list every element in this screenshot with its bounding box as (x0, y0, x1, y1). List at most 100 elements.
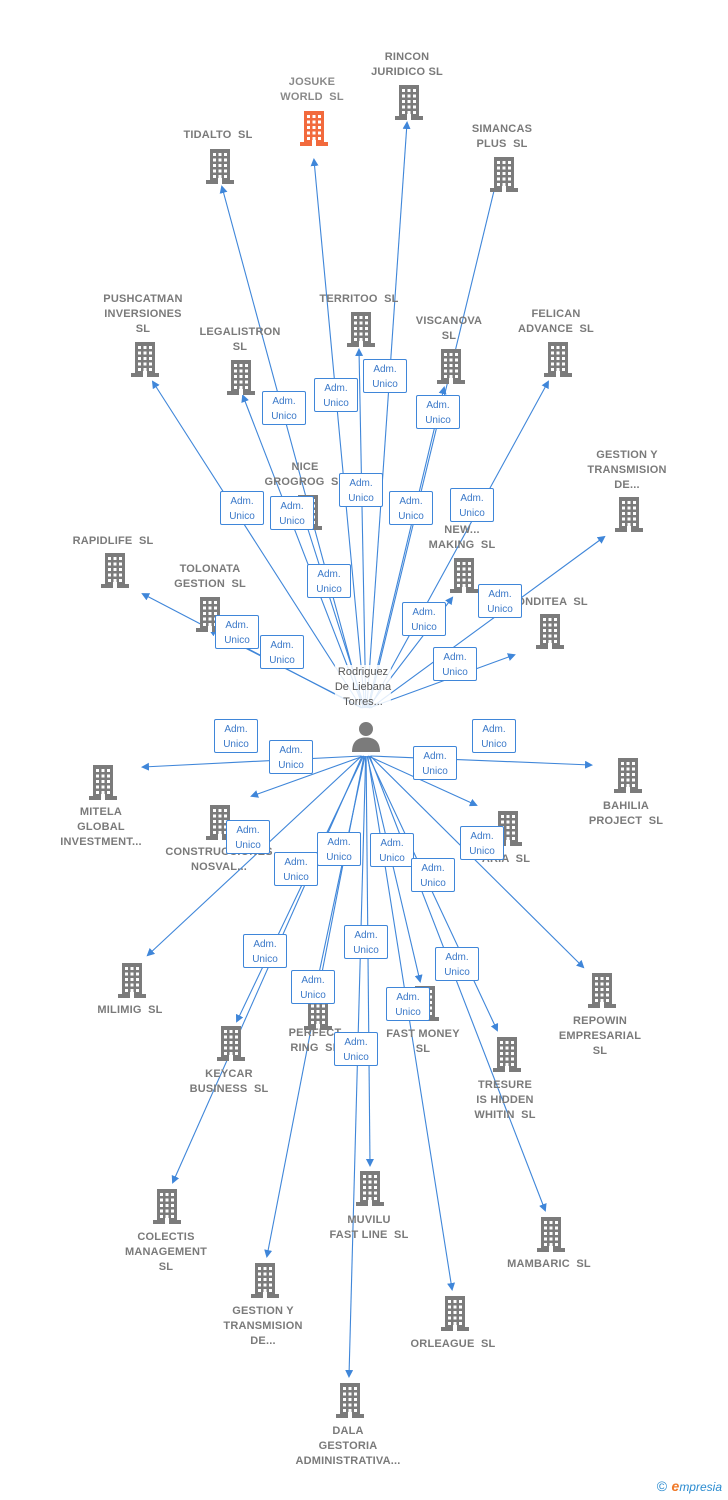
building-icon[interactable] (150, 1188, 184, 1224)
building-icon[interactable] (115, 962, 149, 998)
company-label[interactable]: PUSHCATMAN INVERSIONES SL (103, 293, 183, 335)
company-label[interactable]: FELICAN ADVANCE SL (518, 308, 594, 335)
role-badge-muvilu-fast-line-sl: Adm.Unico (344, 925, 388, 959)
role-badge-line1: Adm. (225, 620, 249, 631)
building-icon[interactable] (392, 84, 426, 120)
company-label[interactable]: COLECTIS MANAGEMENT SL (124, 1231, 208, 1273)
role-badge-line1: Adm. (426, 400, 450, 411)
edge-dala-gestoria (345, 755, 367, 1378)
role-badge-line1: Adm. (284, 857, 308, 868)
building-icon[interactable] (128, 341, 162, 377)
company-label[interactable]: ORLEAGUE SL (410, 1338, 496, 1350)
person-icon[interactable] (348, 718, 384, 754)
role-badge-line1: Adm. (327, 837, 351, 848)
center-person-label[interactable]: Rodriguez De Liebana Torres... (334, 665, 392, 710)
role-badge-line1: Adm. (270, 640, 294, 651)
company-label[interactable]: TOLONATA GESTION SL (174, 563, 246, 590)
company-label[interactable]: RAPIDLIFE SL (72, 535, 154, 547)
company-label[interactable]: MAMBARIC SL (507, 1258, 591, 1270)
building-icon[interactable] (585, 972, 619, 1008)
role-badge-line1: Adm. (349, 478, 373, 489)
role-badge-perfect-ring-sl: Adm. Unico (317, 832, 361, 866)
building-icon[interactable] (434, 348, 468, 384)
role-badge-line2: Unico (425, 415, 451, 426)
building-icon[interactable] (224, 359, 258, 395)
company-label[interactable]: LEGALISTRON SL (199, 326, 281, 353)
company-label[interactable]: TIDALTO SL (183, 129, 253, 141)
building-icon[interactable] (487, 156, 521, 192)
role-badge-colectis-management-sl: Adm.Unico (243, 934, 287, 968)
role-badge-gestion-transmision-1: Adm.Unico (478, 584, 522, 618)
building-icon[interactable] (447, 557, 481, 593)
role-badge-line1: Adm. (373, 364, 397, 375)
building-icon[interactable] (612, 496, 646, 532)
building-icon[interactable] (533, 613, 567, 649)
role-badge-line2: Unico (271, 411, 297, 422)
role-badge-mambaric-sl: Adm.Unico (435, 947, 479, 981)
building-icon[interactable] (203, 804, 237, 840)
company-label[interactable]: KEYCAR BUSINESS SL (189, 1068, 269, 1095)
building-icon[interactable] (353, 1170, 387, 1206)
company-label[interactable]: GESTION Y TRANSMISION DE... (587, 449, 667, 491)
role-badge-line1: Adm. (445, 952, 469, 963)
edge-tidalto-sl (219, 185, 364, 709)
role-badge-line2: Unico (481, 739, 507, 750)
company-label[interactable]: DALA GESTORIA ADMINISTRATIVA... (295, 1425, 401, 1467)
role-badge-simancas-plus-sl: Adm.Unico (389, 491, 433, 525)
role-badge-fast-money-sl: Adm.Unico (370, 833, 414, 867)
role-badge-rapidlife-sl: Adm.Unico (260, 635, 304, 669)
role-badge-line1: Adm. (344, 1037, 368, 1048)
role-badge-line1: Adm. (272, 396, 296, 407)
company-label[interactable]: FAST MONEY SL (386, 1028, 460, 1055)
role-badge-line1: Adm. (412, 607, 436, 618)
company-label[interactable]: GESTION Y TRANSMISION DE... (223, 1305, 303, 1347)
building-icon[interactable] (248, 1262, 282, 1298)
company-label[interactable]: MILIMIG SL (97, 1004, 163, 1016)
company-label[interactable]: RINCON JURIDICO SL (371, 51, 443, 78)
role-badge-repowin-empresarial-sl: Adm.Unico (460, 826, 504, 860)
company-label[interactable]: MUVILU FAST LINE SL (329, 1214, 409, 1241)
building-icon[interactable] (534, 1216, 568, 1252)
building-icon[interactable] (203, 148, 237, 184)
edge-bahilia-project-sl (370, 755, 593, 769)
role-badge-line2: Unico (442, 667, 468, 678)
company-label[interactable]: PERFECT RING SL (288, 1027, 342, 1054)
company-label[interactable]: TRESURE IS HIDDEN WHITIN SL (474, 1079, 536, 1121)
role-badge-line1: Adm. (324, 383, 348, 394)
company-label[interactable]: VISCANOVA SL (415, 315, 483, 342)
company-label[interactable]: CONDITEA SL (508, 596, 588, 608)
building-icon[interactable] (438, 1295, 472, 1331)
role-badge-line2: Unico (372, 379, 398, 390)
edge-gestion-transmision-1 (370, 535, 606, 709)
building-icon[interactable] (611, 757, 645, 793)
company-label[interactable]: JOSUKE WORLD SL (280, 76, 344, 103)
role-badge-line1: Adm. (301, 975, 325, 986)
role-badge-milimig-sl: Adm.Unico (226, 820, 270, 854)
company-label[interactable]: REPOWIN EMPRESARIAL SL (558, 1015, 642, 1057)
role-badge-line2: Unico (411, 622, 437, 633)
building-icon[interactable] (490, 1036, 524, 1072)
role-badge-aria-sl: Adm.Unico (413, 746, 457, 780)
edge-simancas-plus-sl (368, 164, 503, 709)
role-badge-line2: Unico (278, 760, 304, 771)
building-icon[interactable] (98, 552, 132, 588)
footer-brand: © empresia (657, 1478, 722, 1496)
company-label[interactable]: MITELA GLOBAL INVESTMENT... (60, 806, 142, 848)
role-badge-line2: Unico (326, 852, 352, 863)
company-label[interactable]: NEW... MAKING SL (428, 524, 496, 551)
building-icon[interactable] (541, 341, 575, 377)
role-badge-line2: Unico (420, 878, 446, 889)
role-badge-conditea-sl: Adm.Unico (433, 647, 477, 681)
company-label[interactable]: NICE GROGROG SL (264, 461, 345, 488)
building-icon[interactable] (214, 1025, 248, 1061)
building-icon[interactable] (297, 110, 331, 146)
company-label[interactable]: TERRITOO SL (319, 293, 399, 305)
company-label[interactable]: CONSTRUCCIONES NOSVAL... (165, 846, 273, 873)
building-icon[interactable] (86, 764, 120, 800)
building-icon[interactable] (344, 311, 378, 347)
role-badge-line1: Adm. (396, 992, 420, 1003)
building-icon[interactable] (333, 1382, 367, 1418)
edge-josuke-world-sl (310, 158, 366, 709)
company-label[interactable]: BAHILIA PROJECT SL (588, 800, 664, 827)
company-label[interactable]: SIMANCAS PLUS SL (471, 123, 533, 150)
